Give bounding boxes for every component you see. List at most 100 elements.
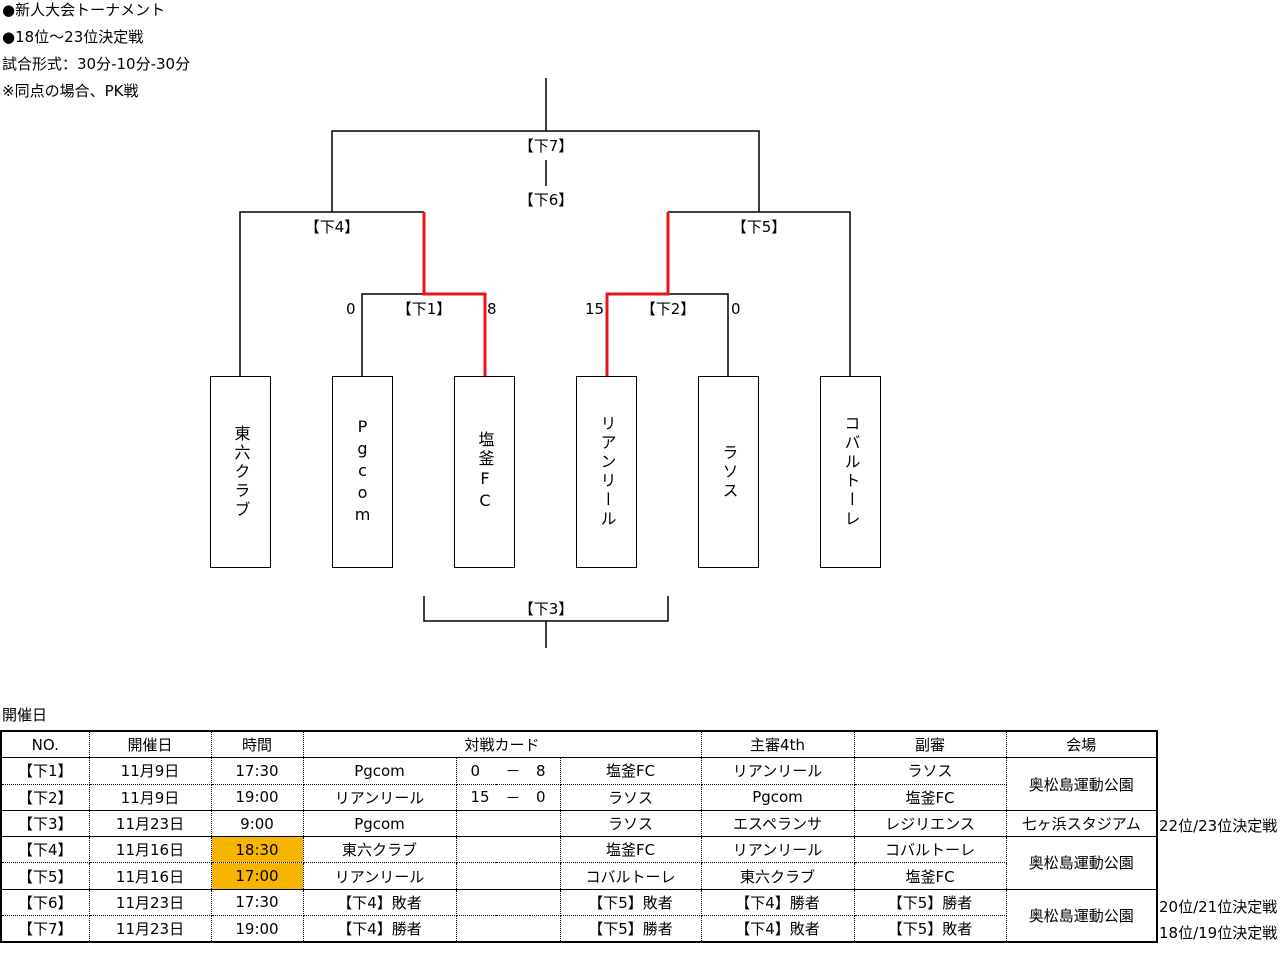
tournament-title: ●新人大会トーナメント [2, 1, 166, 19]
cell-venue: 奥松島運動公園 [1005, 888, 1158, 943]
col-header-date: 開催日 [88, 730, 212, 759]
table-row: 【下5】 11月16日 17:00 リアンリール コバルトーレ 東六クラブ 塩釜… [0, 862, 1157, 890]
match-label-m3: 【下3】 [518, 600, 574, 618]
team-name: コバルトーレ [841, 415, 861, 529]
cell-ref: 【下4】敗者 [700, 915, 855, 943]
score-m1-left: 0 [346, 300, 356, 318]
cell-score-away [530, 915, 561, 943]
cell-home: 【下4】勝者 [302, 915, 457, 943]
cell-no: 【下6】 [0, 888, 90, 917]
cell-score-away: 0 [530, 783, 561, 811]
cell-time: 18:30 [210, 836, 304, 864]
cell-score-away [530, 862, 561, 890]
match-label-m1: 【下1】 [396, 300, 452, 318]
cell-ref: リアンリール [700, 836, 855, 864]
schedule-table: NO. 開催日 時間 対戦カード 主審4th 副審 会場 【下1】 11月9日 … [0, 730, 1158, 944]
cell-home: リアンリール [302, 862, 457, 890]
cell-asst: ラソス [853, 757, 1007, 785]
match-format: 試合形式：30分-10分-30分 [2, 55, 191, 73]
cell-score-home [455, 809, 496, 838]
cell-no: 【下1】 [0, 757, 90, 785]
cell-away: 【下5】勝者 [559, 915, 702, 943]
table-row: 【下7】 11月23日 19:00 【下4】勝者 【下5】勝者 【下4】敗者 【… [0, 915, 1157, 943]
cell-away: コバルトーレ [559, 862, 702, 890]
cell-score-dash [496, 915, 530, 943]
cell-away: ラソス [559, 809, 702, 838]
side-note-22-23: 22位/23位決定戦 [1159, 817, 1278, 835]
cell-no: 【下2】 [0, 783, 90, 811]
match-label-m4: 【下4】 [304, 218, 360, 236]
cell-date: 11月23日 [88, 809, 212, 838]
cell-date: 11月16日 [88, 836, 212, 864]
cell-no: 【下4】 [0, 836, 90, 864]
team-name: ラソス [719, 443, 739, 501]
cell-score-dash [496, 809, 530, 838]
score-m2-left: 15 [585, 300, 605, 318]
team-box-4: リアンリール [576, 376, 637, 568]
cell-home: Pgcom [302, 809, 457, 838]
col-header-ref: 主審4th [700, 730, 855, 759]
team-name: リアンリール [597, 415, 617, 529]
cell-date: 11月23日 [88, 888, 212, 917]
cell-venue: 奥松島運動公園 [1005, 836, 1158, 890]
tournament-bracket [239, 78, 851, 648]
cell-asst: 【下5】勝者 [853, 888, 1007, 917]
bracket-lines [239, 78, 851, 648]
cell-venue: 奥松島運動公園 [1005, 757, 1158, 811]
team-box-2: Pgcom [332, 376, 393, 568]
cell-ref: エスペランサ [700, 809, 855, 838]
cell-score-dash [496, 888, 530, 917]
cell-home: 【下4】敗者 [302, 888, 457, 917]
tiebreak-note: ※同点の場合、PK戦 [2, 82, 139, 100]
cell-away: 【下5】敗者 [559, 888, 702, 917]
cell-date: 11月9日 [88, 783, 212, 811]
cell-ref: 東六クラブ [700, 862, 855, 890]
team-box-6: コバルトーレ [820, 376, 881, 568]
cell-asst: レジリエンス [853, 809, 1007, 838]
schedule-caption: 開催日 [2, 706, 48, 724]
cell-home: Pgcom [302, 757, 457, 785]
schedule-header-row: NO. 開催日 時間 対戦カード 主審4th 副審 会場 [0, 730, 1158, 759]
cell-away: 塩釜FC [559, 757, 702, 785]
cell-asst: 塩釜FC [853, 862, 1007, 890]
table-row: 【下6】 11月23日 17:30 【下4】敗者 【下5】敗者 【下4】勝者 【… [0, 888, 1158, 943]
cell-venue: 七ヶ浜スタジアム [1005, 809, 1158, 838]
cell-home: リアンリール [302, 783, 457, 811]
cell-home: 東六クラブ [302, 836, 457, 864]
team-name: 塩釜FC [475, 431, 495, 513]
winner-path [422, 212, 670, 376]
cell-score-home: 0 [455, 757, 496, 785]
cell-score-home [455, 862, 496, 890]
team-name: 東六クラブ [231, 424, 251, 520]
cell-no: 【下5】 [0, 862, 90, 890]
team-name: Pgcom [353, 417, 372, 527]
cell-asst: コバルトーレ [853, 836, 1007, 864]
cell-time: 17:30 [210, 757, 304, 785]
cell-score-home [455, 888, 496, 917]
col-header-card: 対戦カード [302, 730, 702, 759]
cell-score-home [455, 836, 496, 864]
team-box-5: ラソス [698, 376, 759, 568]
cell-score-away [530, 836, 561, 864]
cell-time: 19:00 [210, 915, 304, 943]
match-label-m7: 【下7】 [518, 137, 574, 155]
cell-score-dash [496, 862, 530, 890]
cell-score-away [530, 888, 561, 917]
cell-away: ラソス [559, 783, 702, 811]
cell-date: 11月23日 [88, 915, 212, 943]
team-box-3: 塩釜FC [454, 376, 515, 568]
cell-ref: Pgcom [700, 783, 855, 811]
cell-score-away [530, 809, 561, 838]
cell-score-home [455, 915, 496, 943]
cell-date: 11月9日 [88, 757, 212, 785]
match-label-m5: 【下5】 [731, 218, 787, 236]
col-header-venue: 会場 [1005, 730, 1158, 759]
cell-time: 19:00 [210, 783, 304, 811]
table-row: 【下2】 11月9日 19:00 リアンリール 15 － 0 ラソス Pgcom… [0, 783, 1157, 811]
cell-no: 【下7】 [0, 915, 90, 943]
cell-time: 17:00 [210, 862, 304, 890]
score-m1-right: 8 [487, 300, 497, 318]
cell-away: 塩釜FC [559, 836, 702, 864]
cell-score-away: 8 [530, 757, 561, 785]
match-label-m6: 【下6】 [518, 191, 574, 209]
